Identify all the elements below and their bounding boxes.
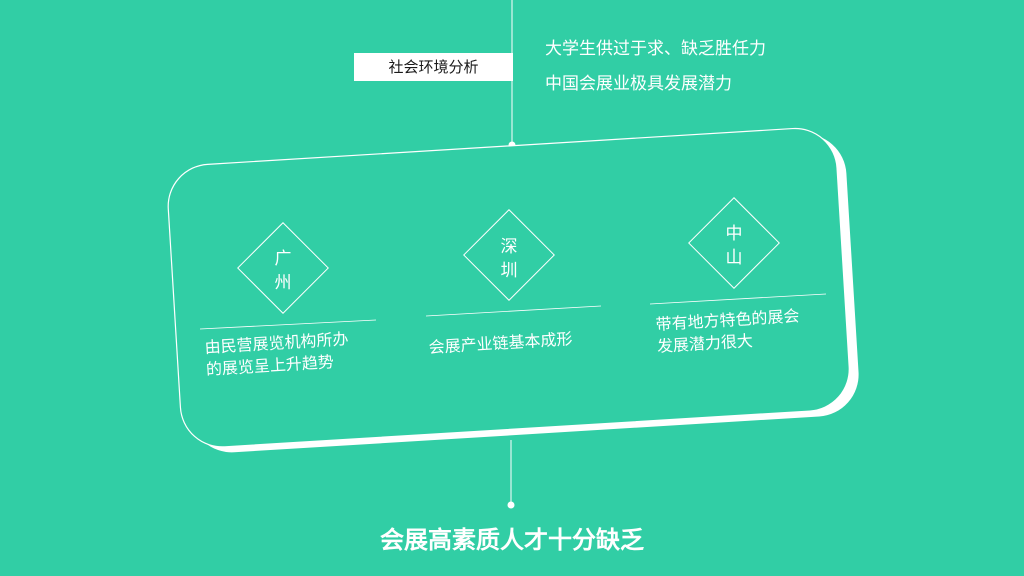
city-zhongshan-name: 中 山 [719, 222, 749, 270]
separator-shenzhen [425, 305, 602, 317]
separator-guangzhou [199, 319, 377, 330]
separator-zhongshan [649, 293, 827, 305]
city-guangzhou-desc: 由民营展览机构所办 的展览呈上升趋势 [204, 328, 350, 381]
content-panel [167, 127, 850, 448]
city-shenzhen-name: 深 圳 [494, 235, 524, 283]
diamond-shenzhen [463, 209, 555, 301]
env-point-2: 中国会展业极具发展潜力 [545, 74, 732, 94]
city-name-char: 州 [274, 273, 292, 293]
city-guangzhou-name: 广 州 [268, 247, 298, 295]
bottom-connector-dot [507, 501, 515, 509]
city-zhongshan-desc: 带有地方特色的展会 发展潜力很大 [655, 305, 801, 358]
city-name-char: 山 [725, 248, 743, 268]
city-name-char: 深 [500, 237, 518, 257]
conclusion-heading: 会展高素质人才十分缺乏 [380, 526, 644, 554]
diamond-zhongshan [688, 197, 780, 289]
diamond-guangzhou [237, 222, 329, 314]
city-name-char: 中 [725, 224, 743, 244]
env-analysis-label: 社会环境分析 [354, 53, 513, 81]
city-name-char: 广 [274, 249, 292, 269]
env-point-1: 大学生供过于求、缺乏胜任力 [545, 39, 766, 59]
city-name-char: 圳 [500, 261, 518, 281]
